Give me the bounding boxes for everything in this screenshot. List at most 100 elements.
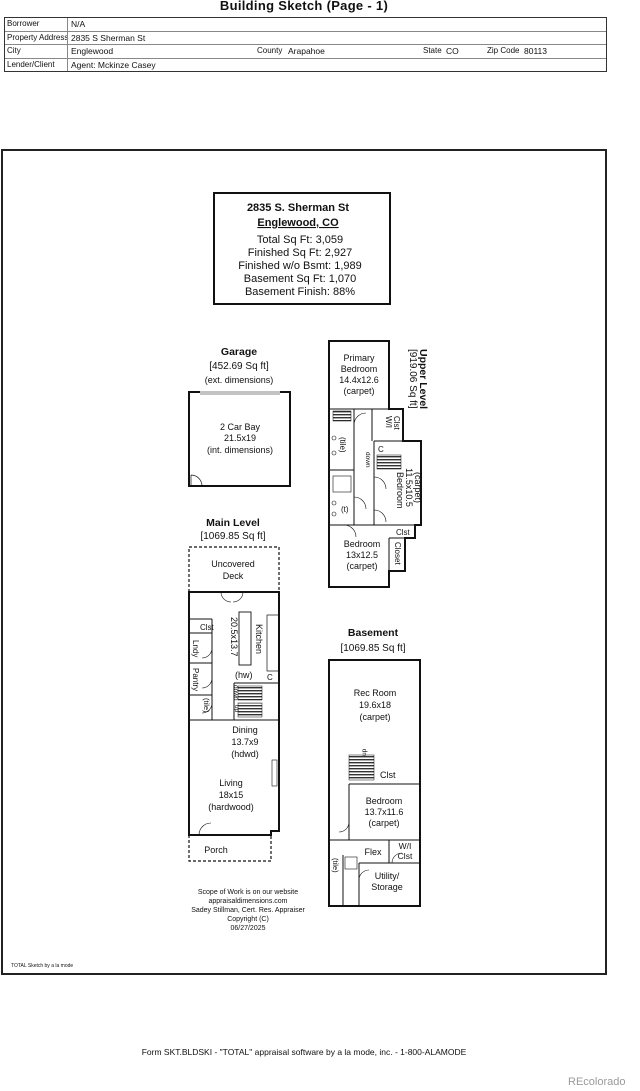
total-sqft: Total Sq Ft: 3,059: [257, 234, 343, 246]
deck-label: Uncovered: [211, 559, 255, 569]
porch-label: Porch: [204, 845, 228, 855]
scope-line-2: appraisaldimensions.com: [209, 898, 288, 905]
basement-wic-2: Clst: [398, 851, 413, 861]
borrower-value: N/A: [71, 19, 86, 29]
upper-wic-label: W/I Clst: [384, 416, 401, 431]
bedroom2-floor: (carpet): [413, 472, 423, 503]
garage-note: (ext. dimensions): [205, 375, 274, 385]
garage-plan: Garage [452.69 Sq ft] (ext. dimensions) …: [188, 346, 291, 487]
bedroom3-name: Bedroom: [344, 539, 381, 549]
upper-level-title: Upper Level: [417, 349, 429, 409]
zip-value: 80113: [524, 46, 548, 56]
basement-plan: Basement [1069.85 Sq ft] Rec Room 19.6x1…: [328, 627, 421, 907]
sketch-frame: [1, 149, 607, 975]
primary-bedroom-name: Primary: [344, 353, 375, 363]
sketch-credit: TOTAL Sketch by a la mode: [11, 963, 73, 969]
dining-dims: 13.7x9: [231, 737, 258, 747]
main-level-area: [1069.85 Sq ft]: [200, 531, 265, 542]
living-name: Living: [219, 778, 243, 788]
upper-down-label: down: [364, 452, 371, 468]
deck-label-2: Deck: [223, 571, 244, 581]
rec-room-dims: 19.6x18: [359, 700, 391, 710]
lender-value: Agent: Mckinze Casey: [71, 59, 156, 70]
main-level-plan: Main Level [1069.85 Sq ft] Uncovered Dec…: [188, 517, 280, 862]
state-label: State: [423, 46, 442, 55]
lender-label: Lender/Client: [7, 59, 55, 69]
bedroom2-dims: 11.5x10.5: [404, 468, 414, 507]
city-row: City Englewood County Arapahoe State CO …: [5, 45, 606, 59]
main-level-title: Main Level: [206, 517, 260, 529]
basement-clst-label: Clst: [380, 770, 396, 780]
storage-label: Storage: [371, 882, 403, 892]
main-up-label: up: [233, 705, 240, 713]
upper-c-label: C: [378, 445, 384, 454]
finished-sqft: Finished Sq Ft: 2,927: [248, 247, 353, 259]
basement-title: Basement: [348, 627, 399, 639]
upper-level-area: [919.06 Sq ft]: [407, 349, 418, 409]
dining-name: Dining: [232, 725, 258, 735]
scope-line-3: Sadey Stillman, Cert. Res. Appraiser: [191, 907, 305, 914]
upper-wic-1: W/I: [384, 416, 393, 428]
basement-bedroom-dims: 13.7x11.6: [365, 807, 404, 817]
bedroom3-floor: (carpet): [346, 561, 377, 571]
city-label: City: [7, 46, 21, 55]
basement-sqft: Basement Sq Ft: 1,070: [244, 273, 357, 285]
main-clst-label: Clst: [200, 623, 215, 632]
rec-room-floor: (carpet): [359, 712, 390, 722]
address-value: 2835 S Sherman St: [71, 32, 146, 43]
borrower-label: Borrower: [7, 19, 40, 28]
basement-finish: Basement Finish: 88%: [245, 286, 355, 298]
basement-wic-1: W/I: [399, 841, 412, 851]
state-value: CO: [446, 46, 459, 56]
borrower-row: Borrower N/A: [5, 18, 606, 32]
bedroom3-dims: 13x12.5: [346, 550, 378, 560]
upper-tile-label: (tile): [338, 437, 347, 453]
upper-t-label: (t): [341, 505, 349, 514]
living-floor: (hardwood): [208, 802, 254, 812]
address-label: Property Address: [7, 32, 69, 42]
page-title: Building Sketch (Page - 1): [219, 0, 389, 13]
lender-row: Lender/Client Agent: Mckinze Casey: [5, 58, 606, 71]
garage-area: [452.69 Sq ft]: [209, 361, 269, 372]
rec-room-name: Rec Room: [354, 688, 397, 698]
primary-bedroom-name-2: Bedroom: [341, 364, 378, 374]
finished-wo-bsmt: Finished w/o Bsmt: 1,989: [238, 260, 362, 272]
primary-bedroom-dims: 14.4x12.6: [339, 375, 379, 385]
scope-line-1: Scope of Work is on our website: [198, 889, 298, 896]
property-info-table: Borrower N/A Property Address 2835 S She…: [4, 17, 607, 72]
utility-label: Utility/: [375, 871, 400, 881]
main-down-label: down: [232, 685, 239, 701]
scope-line-4: Copyright (C): [227, 916, 269, 923]
garage-dims: 21.5x19: [224, 433, 256, 443]
kitchen-label: Kitchen: [254, 624, 264, 654]
living-dims: 18x15: [219, 790, 244, 800]
bedroom2-label: Bedroom 11.5x10.5 (carpet): [395, 468, 423, 509]
upper-clst-label: Clst: [396, 528, 411, 537]
county-value: Arapahoe: [288, 46, 325, 56]
basement-up-label: up: [361, 748, 368, 756]
garage-dims-note: (int. dimensions): [207, 445, 273, 455]
garage-bay: 2 Car Bay: [220, 422, 261, 432]
upper-level-plan: Upper Level [919.06 Sq ft] Primary Bedro…: [328, 340, 429, 588]
upper-wic-2: Clst: [392, 416, 401, 431]
lndy-label: Lndy: [191, 640, 200, 657]
basement-bedroom-floor: (carpet): [368, 818, 399, 828]
upper-level-label: Upper Level [919.06 Sq ft]: [407, 349, 429, 409]
garage-title: Garage: [221, 346, 257, 358]
scope-of-work: Scope of Work is on our website appraisa…: [191, 889, 305, 932]
scope-line-5: 06/27/2025: [230, 925, 265, 932]
primary-bedroom-floor: (carpet): [343, 386, 374, 396]
basement-bedroom-name: Bedroom: [366, 796, 403, 806]
zip-label: Zip Code: [487, 46, 520, 55]
kitchen-hw: (hw): [235, 670, 253, 680]
summary-box: 2835 S. Sherman St Englewood, CO Total S…: [213, 192, 391, 305]
bedroom2-name: Bedroom: [395, 472, 405, 509]
summary-city: Englewood, CO: [257, 217, 339, 229]
main-tile-label: (tile): [202, 698, 211, 713]
basement-area: [1069.85 Sq ft]: [340, 643, 405, 654]
main-c-label: C: [267, 673, 273, 682]
address-row: Property Address 2835 S Sherman St: [5, 31, 606, 45]
dining-floor: (hdwd): [231, 749, 259, 759]
county-label: County: [257, 46, 283, 55]
